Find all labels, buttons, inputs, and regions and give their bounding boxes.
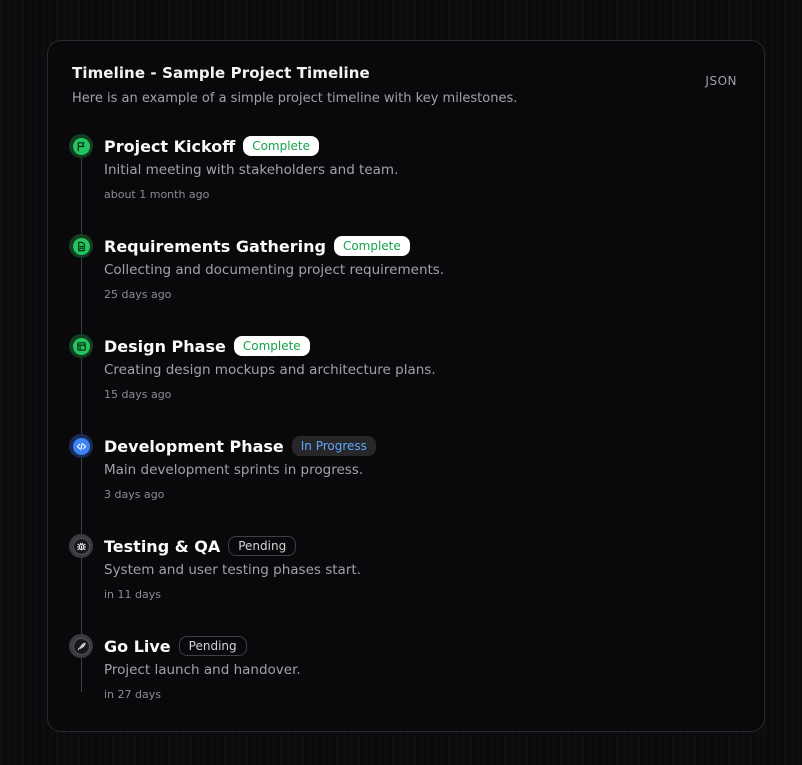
status-dot-pending [69,634,93,658]
milestone-time: 15 days ago [104,388,172,401]
flag-icon [77,141,84,151]
milestone-title: Go Live [104,636,171,656]
document-icon [77,241,85,251]
code-icon [76,442,86,450]
status-badge: In Progress [291,436,376,456]
milestone-time: in 11 days [104,588,161,601]
bug-icon [76,542,86,550]
status-dot-complete [69,334,93,358]
milestone-description: Collecting and documenting project requi… [104,262,445,278]
status-dot-complete [69,134,93,158]
milestone-time: 25 days ago [104,288,172,301]
milestone-description: Initial meeting with stakeholders and te… [104,162,399,178]
timeline-rail [81,147,82,692]
timeline-item-project-kickoff: Project Kickoff Complete Initial meeting… [68,133,728,223]
status-dot-in-progress [69,434,93,458]
milestone-title: Project Kickoff [104,136,236,156]
milestone-description: Creating design mockups and architecture… [104,362,436,378]
milestone-description: Project launch and handover. [104,662,301,678]
timeline-item-development-phase: Development Phase In Progress Main devel… [68,433,728,523]
card-subtitle: Here is an example of a simple project t… [72,91,518,106]
milestone-description: System and user testing phases start. [104,562,361,578]
timeline-item-testing-qa: Testing & QA Pending System and user tes… [68,533,728,623]
card-title: Timeline - Sample Project Timeline [72,64,370,82]
milestone-title: Requirements Gathering [104,236,326,256]
timeline-item-requirements-gathering: Requirements Gathering Complete Collecti… [68,233,728,323]
timeline-item-design-phase: Design Phase Complete Creating design mo… [68,333,728,423]
milestone-description: Main development sprints in progress. [104,462,364,478]
rocket-icon [77,642,86,650]
milestone-title: Design Phase [104,336,226,356]
status-badge: Complete [243,136,320,156]
status-dot-complete [69,234,93,258]
milestone-title: Development Phase [104,436,284,456]
status-dot-pending [69,534,93,558]
timeline-item-go-live: Go Live Pending Project launch and hando… [68,633,728,723]
milestone-title: Testing & QA [104,536,221,556]
status-badge: Complete [233,336,310,356]
milestone-time: 3 days ago [104,488,165,501]
milestone-time: about 1 month ago [104,188,210,201]
timeline-card: Timeline - Sample Project Timeline Here … [47,40,765,732]
json-button[interactable]: JSON [705,74,737,88]
layout-icon [76,341,86,351]
status-badge: Pending [178,636,247,656]
milestone-time: in 27 days [104,688,161,701]
status-badge: Complete [333,236,410,256]
status-badge: Pending [228,536,297,556]
